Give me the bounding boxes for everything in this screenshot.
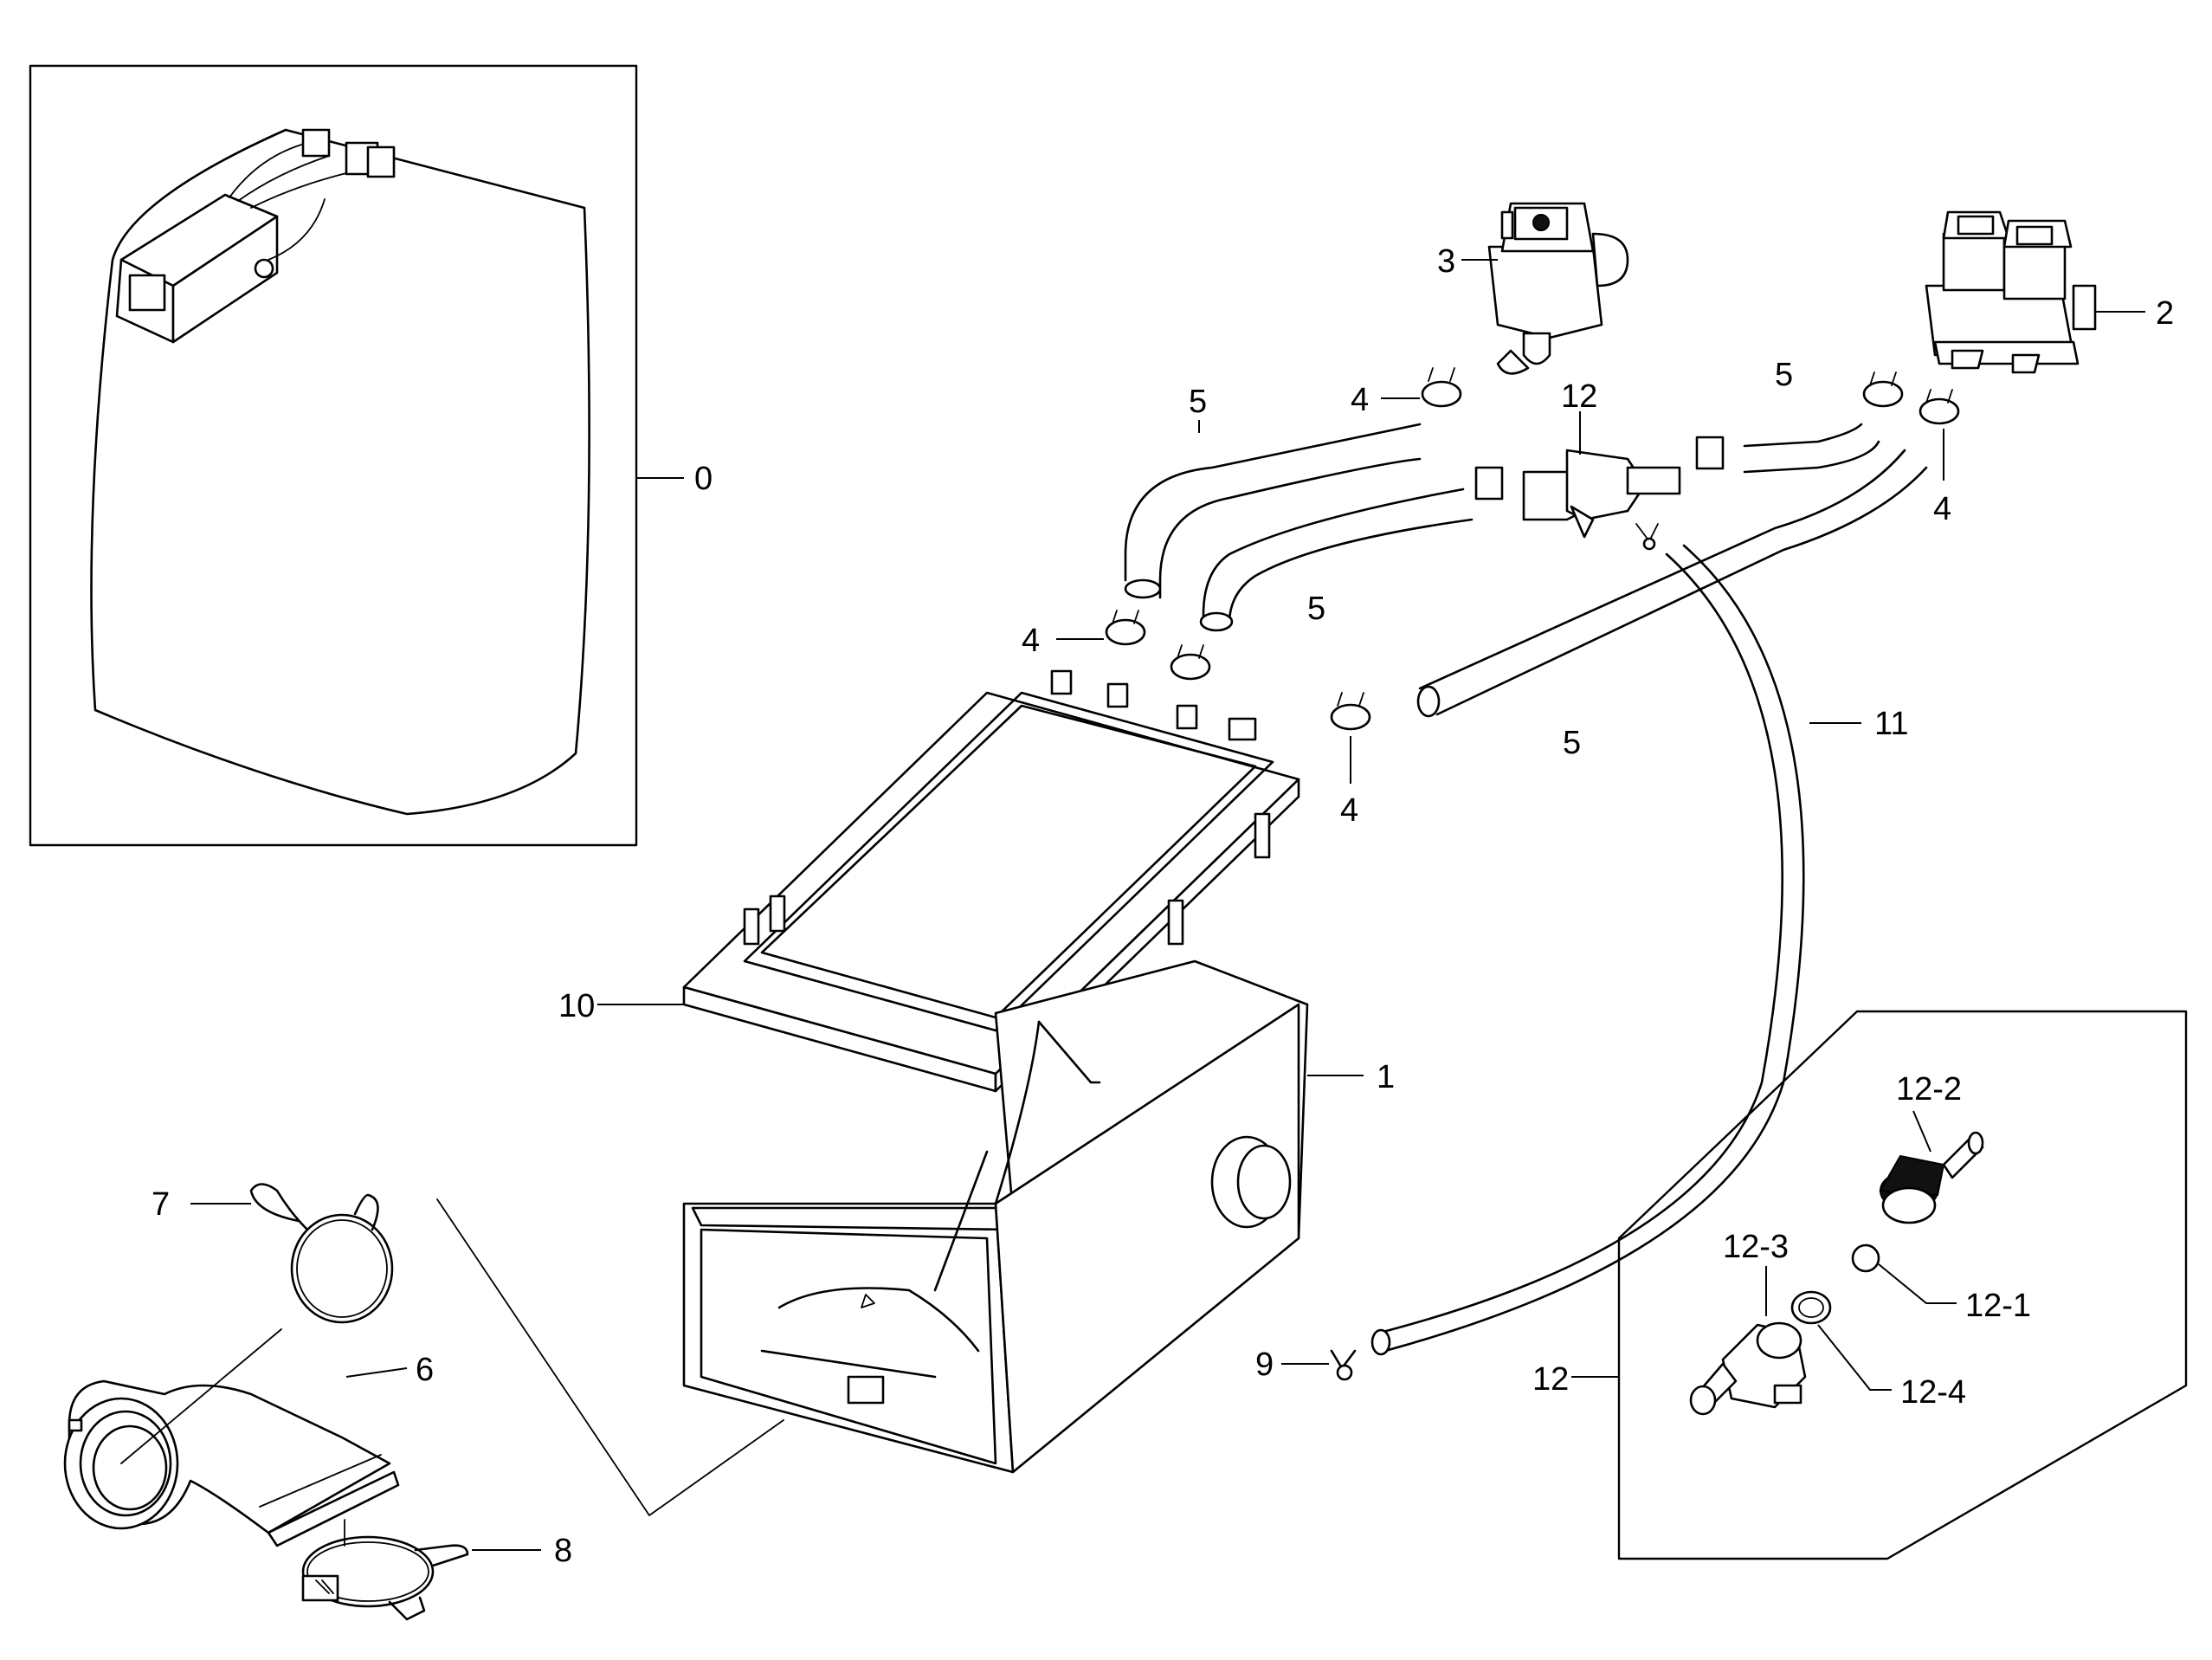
band-clamp [301,1535,469,1621]
part-12-3-body [1689,1321,1807,1416]
callout-3: 3 [1437,243,1455,280]
callout-8: 8 [554,1533,572,1569]
callout-10: 10 [558,988,595,1024]
callout-4a: 4 [1351,382,1369,418]
callout-7: 7 [152,1186,170,1223]
vacuum-breaker [1522,449,1681,551]
double-inlet-valve [1925,210,2097,374]
callout-4c: 4 [1340,792,1358,829]
callout-4d: 4 [1933,491,1951,527]
tube-clip [1330,1349,1357,1381]
callout-0: 0 [694,461,713,497]
spring-clamp-ring [249,1183,394,1324]
assembly-kit-box [29,64,638,847]
callout-2: 2 [2156,295,2174,332]
single-inlet-valve [1487,202,1629,375]
callout-5d: 5 [1563,725,1581,761]
callout-5c: 5 [1775,357,1793,393]
callout-12b: 12 [1532,1361,1569,1398]
callout-6: 6 [416,1352,434,1388]
vacuum-breaker-detail-box [1617,1010,2188,1560]
callout-11: 11 [1874,706,1908,742]
callout-12-2: 12-2 [1896,1071,1962,1108]
callout-12-1: 12-1 [1965,1288,2031,1324]
dispenser-housing [682,959,1309,1474]
callout-9: 9 [1255,1347,1274,1383]
callout-4b: 4 [1022,623,1040,659]
callout-5a: 5 [1189,384,1207,420]
elbow-hose [63,1379,400,1547]
callout-12-4: 12-4 [1900,1374,1966,1411]
hose-clamps [1105,367,1960,731]
callout-12-3: 12-3 [1723,1229,1789,1265]
hose-group [1124,423,1928,718]
part-12-2-cap [1879,1131,1984,1224]
callout-5b: 5 [1307,591,1325,627]
dispenser-lid [682,669,1300,1093]
assembly-dispenser-kit [115,128,396,344]
part-12-4-oring [1790,1290,1832,1325]
part-12-1-ball [1851,1243,1880,1273]
callout-1: 1 [1377,1059,1395,1095]
callout-12a: 12 [1561,378,1597,415]
